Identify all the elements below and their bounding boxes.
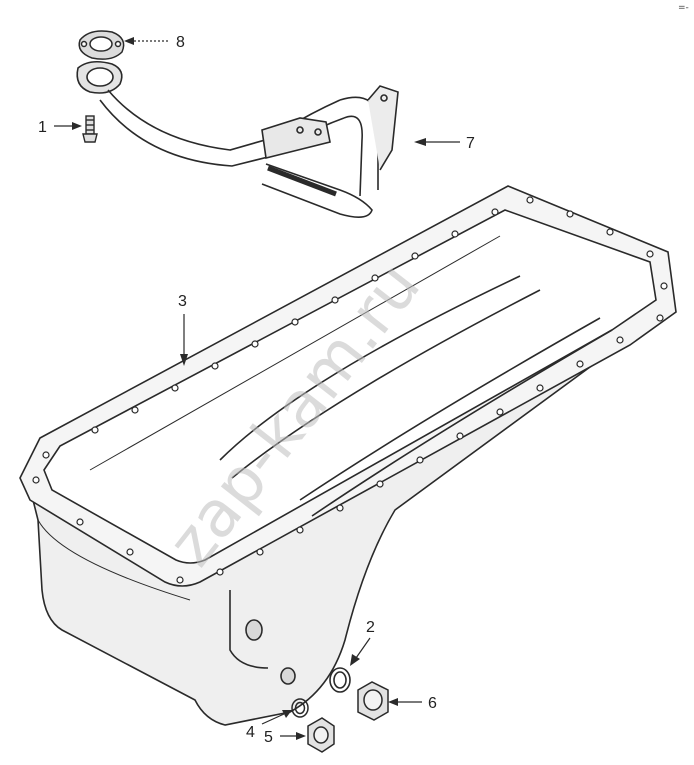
flange-bolt-holes — [32, 196, 668, 584]
callout-1: 1 — [38, 119, 47, 136]
drain-plug-small — [307, 717, 335, 753]
drain-plug-large — [357, 681, 389, 721]
callout-leaders — [54, 37, 460, 740]
flange-gasket — [78, 30, 125, 60]
corner-mark: =- — [678, 3, 689, 13]
bolt — [82, 115, 98, 143]
callout-7: 7 — [466, 135, 475, 152]
seal-ring-small — [291, 698, 309, 718]
oil-suction-pipe — [76, 60, 399, 218]
callout-6: 6 — [428, 695, 437, 712]
callout-5: 5 — [264, 729, 273, 746]
seal-ring-large — [329, 667, 351, 693]
callout-8: 8 — [176, 34, 185, 51]
callout-2: 2 — [366, 619, 375, 636]
callout-3: 3 — [178, 293, 187, 310]
oil-pan — [19, 185, 677, 726]
callout-4: 4 — [246, 724, 255, 741]
